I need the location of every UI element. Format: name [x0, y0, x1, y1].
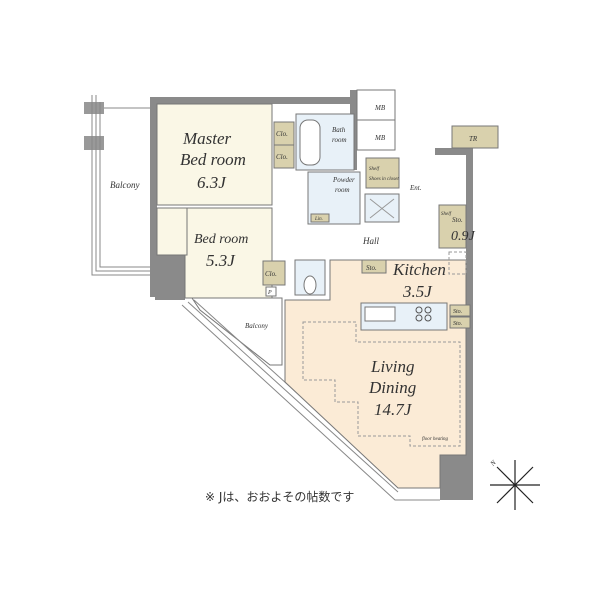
- mb-label: MB: [374, 104, 386, 112]
- balcony-lower-label: Balcony: [245, 322, 269, 330]
- closet-label: Clo.: [265, 270, 277, 278]
- shoes-closet: [365, 157, 400, 189]
- shelf-label: Shelf: [369, 167, 380, 172]
- toilet-icon: [303, 275, 317, 295]
- wall-block: [155, 255, 185, 300]
- living-dining-label: Dining: [368, 378, 416, 397]
- wall-left: [150, 97, 157, 297]
- floor-heating-area: [302, 321, 461, 447]
- laundry-label: Lin.: [314, 217, 323, 222]
- compass-north-label: N: [488, 458, 498, 468]
- floor-heating-label: floor heating: [422, 437, 448, 442]
- closet-label: Clo.: [276, 153, 288, 161]
- storage: [449, 304, 471, 317]
- hall-label: Hall: [362, 236, 380, 246]
- stove-icon: [415, 306, 432, 322]
- pipe-space: [265, 286, 277, 297]
- pipe-label: P: [267, 290, 272, 296]
- meter-box: [356, 89, 396, 121]
- storage: [438, 204, 467, 249]
- closet: [273, 144, 295, 169]
- laundry: [310, 213, 330, 223]
- wall-block: [440, 455, 473, 500]
- kitchen-storage: [361, 259, 387, 274]
- wall-top: [150, 97, 357, 104]
- wall: [435, 148, 473, 155]
- meter-box: [356, 119, 396, 151]
- bedroom-label: Bed room: [194, 232, 248, 247]
- tr-label: TR: [469, 135, 478, 143]
- bath-label: room: [332, 136, 347, 144]
- living-dining-label: Living: [370, 357, 414, 376]
- storage: [449, 316, 471, 329]
- master-bedroom: [156, 103, 273, 206]
- powder-label: Powder: [332, 176, 355, 184]
- powder-label: room: [335, 186, 350, 194]
- area-note: ※ Jは、おおよその帖数です: [205, 490, 355, 504]
- storage-size: 0.9J: [451, 229, 476, 244]
- bedroom: [184, 207, 273, 299]
- cross-icon: [369, 198, 395, 219]
- kitchen-size: 3.5J: [402, 282, 433, 301]
- entrance-label: Ent.: [409, 184, 422, 192]
- fridge-space: [448, 251, 467, 275]
- bedroom-size: 5.3J: [206, 251, 236, 270]
- storage-label: Sto.: [452, 216, 463, 224]
- balcony-left-label: Balcony: [110, 180, 140, 190]
- balcony-left: Balcony: [84, 95, 153, 276]
- shelf-label: Shelf: [441, 212, 452, 217]
- master-bedroom-label: Bed room: [180, 150, 246, 169]
- mb-label: MB: [374, 134, 386, 142]
- master-bedroom-label: Master: [182, 129, 232, 148]
- bedroom: [156, 207, 188, 256]
- closet-label: Clo.: [276, 130, 288, 138]
- compass-icon: [490, 460, 540, 510]
- kitchen-label: Kitchen: [392, 260, 446, 279]
- sink-icon: [364, 306, 396, 322]
- trunk-room: [451, 125, 499, 149]
- living-dining-size: 14.7J: [374, 400, 413, 419]
- storage-label: Sto.: [453, 309, 462, 315]
- master-bedroom-size: 6.3J: [197, 173, 227, 192]
- bathtub: [299, 119, 321, 166]
- kitchen-storage-label: Sto.: [366, 264, 377, 272]
- storage-label: Sto.: [453, 321, 462, 327]
- closet: [262, 260, 286, 286]
- column: [84, 102, 104, 114]
- balcony-lower: Balcony: [181, 297, 440, 501]
- bath-label: Bath: [332, 126, 346, 134]
- column: [84, 136, 104, 150]
- shoes-closet-label: Shoes in closet: [369, 177, 399, 182]
